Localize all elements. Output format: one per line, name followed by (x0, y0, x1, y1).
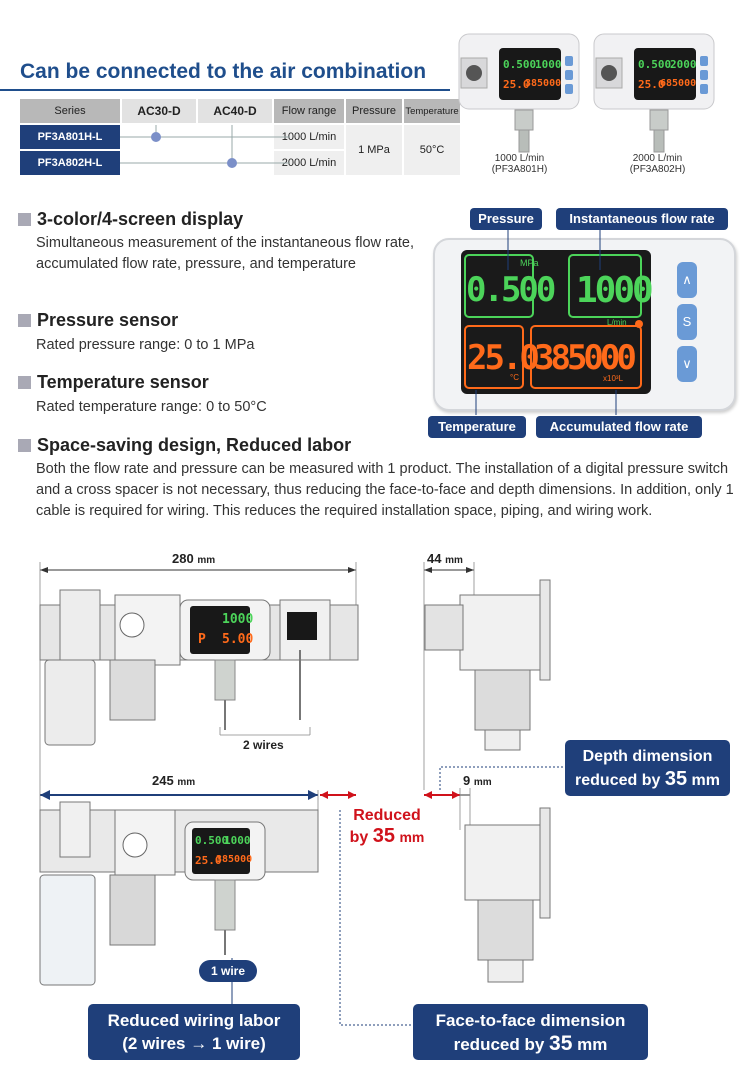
table-connectors (120, 125, 290, 168)
product2-caption: 2000 L/min (PF3A802H) (629, 153, 686, 175)
feature-text-temperature: Rated temperature range: 0 to 50°C (36, 399, 267, 415)
product1-accum-readout: 385000 (525, 78, 562, 89)
accumulated-readout: 385000 (534, 338, 637, 378)
temperature-value: 50°C (404, 125, 460, 175)
old-device-flow-readout: 1000 (222, 612, 254, 627)
label-instantaneous-flow: Instantaneous flow rate (556, 208, 728, 230)
label-temperature: Temperature (428, 416, 526, 438)
feature-heading-display: 3-color/4-screen display (18, 209, 243, 230)
pressure-unit: MPa (520, 258, 539, 268)
feature-text-space: Both the flow rate and pressure can be m… (36, 461, 734, 519)
product-pf3a801h-image: 0.500 1000 25.0 385000 (455, 28, 585, 153)
header-ac40: AC40-D (198, 99, 272, 123)
product2-pressure-readout: 0.500 (638, 58, 672, 71)
new-device-flow-readout: 1000 (224, 834, 251, 847)
ac40-dot (227, 158, 237, 168)
product2-flow-readout: 2000 (670, 58, 697, 71)
set-button[interactable]: S (677, 304, 697, 340)
flow-readout: 1000 (576, 270, 654, 311)
product-pf3a802h-image: 0.500 2000 25.0 685000 (590, 28, 720, 153)
series-pf3a802h: PF3A802H-L (20, 151, 120, 175)
feature-heading-pressure: Pressure sensor (18, 310, 178, 331)
reduced-35-label: Reduced by 35 mm (349, 807, 425, 847)
series-pf3a801h: PF3A801H-L (20, 125, 120, 149)
old-device-p-readout: P (198, 632, 206, 647)
one-wire-badge: 1 wire (199, 960, 257, 982)
display-frames (464, 254, 643, 389)
label-pressure: Pressure (470, 208, 542, 230)
two-wires-label: 2 wires (243, 738, 284, 752)
product1-caption: 1000 L/min (PF3A801H) (491, 153, 548, 175)
product1-temp-readout: 25.0 (503, 78, 530, 91)
product1-pressure-readout: 0.500 (503, 58, 537, 71)
wiring-labor-callout: Reduced wiring labor (2 wires → 1 wire) (88, 1004, 300, 1060)
pressure-value: 1 MPa (346, 125, 402, 175)
depth-dimension-callout: Depth dimension reduced by 35 mm (565, 740, 730, 796)
new-device-accum-readout: 385000 (216, 854, 253, 865)
header-ac30: AC30-D (122, 99, 196, 123)
dim-9-label: 9 mm (463, 773, 492, 788)
feature-text-pressure: Rated pressure range: 0 to 1 MPa (36, 337, 255, 353)
new-device-pressure-readout: 0.500 (195, 834, 229, 847)
pressure-readout: 0.500 (466, 270, 556, 310)
feature-heading-space: Space-saving design, Reduced labor (18, 435, 351, 456)
up-button[interactable]: ∧ (677, 262, 697, 298)
face-to-face-callout: Face-to-face dimension reduced by 35 mm (413, 1004, 648, 1060)
page-title: Can be connected to the air combination (20, 60, 427, 83)
feature-heading-temperature: Temperature sensor (18, 372, 209, 393)
title-underline (0, 89, 450, 91)
dimension-diagram (39, 562, 565, 1026)
ac30-dot (151, 132, 161, 142)
header-series: Series (20, 99, 120, 123)
accumulated-unit: x10³L (603, 374, 624, 383)
header-pressure: Pressure (346, 99, 402, 123)
display-screen (461, 250, 651, 394)
flow-unit: L/min (607, 318, 627, 327)
header-flow: Flow range (274, 99, 344, 123)
dim-280-label: 280 mm (172, 551, 216, 566)
old-device-pressure-readout: 5.00 (222, 632, 254, 647)
temperature-readout: 25.0 (467, 338, 540, 378)
temperature-unit: °C (510, 373, 519, 382)
header-temperature: Temperature (404, 99, 460, 123)
product2-accum-readout: 685000 (660, 78, 697, 89)
new-device-temp-readout: 25.0 (195, 854, 222, 867)
product2-temp-readout: 25.0 (638, 78, 665, 91)
dim-44-label: 44 mm (427, 551, 463, 566)
down-button[interactable]: ∨ (677, 346, 697, 382)
product1-flow-readout: 1000 (535, 58, 562, 71)
dim-245-label: 245 mm (152, 773, 196, 788)
label-accumulated-flow: Accumulated flow rate (536, 416, 702, 438)
display-label-connectors (475, 230, 617, 415)
feature-text-display: Simultaneous measurement of the instanta… (36, 235, 415, 272)
